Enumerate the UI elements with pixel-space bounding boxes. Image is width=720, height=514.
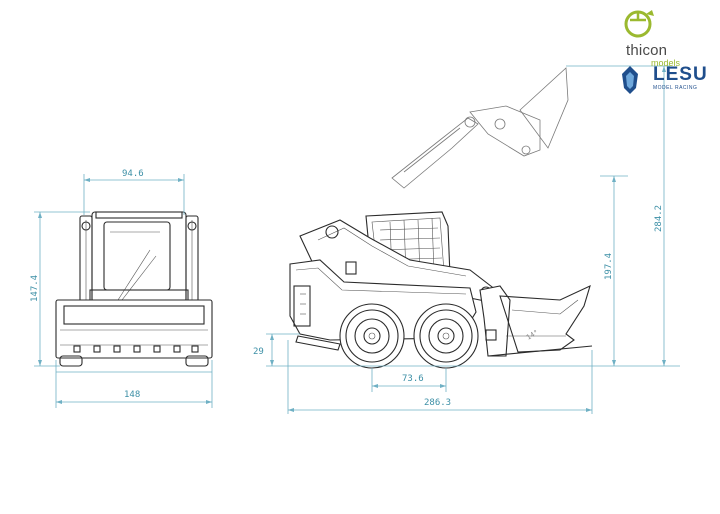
dim-front-width-top: 94.6 — [122, 169, 144, 179]
thicon-brand-name: thicon — [626, 42, 668, 59]
lesu-lion-logo-icon — [622, 66, 638, 94]
dim-overall-length: 286.3 — [424, 398, 451, 408]
raised-arm-ghost — [391, 67, 569, 189]
side-dimensions: 29 73.6 286.3 197.4 284.2 — [253, 65, 680, 414]
dim-ground-clearance: 29 — [253, 347, 264, 357]
svg-text:14°: 14° — [525, 328, 540, 341]
front-dimensions: 94.6 147.4 148 — [30, 169, 213, 408]
front-wheel — [413, 303, 479, 369]
front-view — [55, 211, 213, 367]
lesu-brand-sub: MODEL RACING — [653, 85, 698, 91]
dim-front-width-bottom: 148 — [124, 390, 140, 400]
thicon-brand-sub: models — [651, 58, 681, 68]
dim-front-height: 147.4 — [30, 275, 40, 302]
lesu-brand-name: LESU — [653, 64, 708, 85]
side-view: 14° — [289, 67, 593, 369]
dim-height-raised: 284.2 — [654, 205, 664, 232]
dim-height-lowered: 197.4 — [604, 253, 614, 280]
thicon-logo-icon — [624, 10, 654, 38]
dim-wheelbase: 73.6 — [402, 374, 424, 384]
rear-wheel — [339, 303, 405, 369]
